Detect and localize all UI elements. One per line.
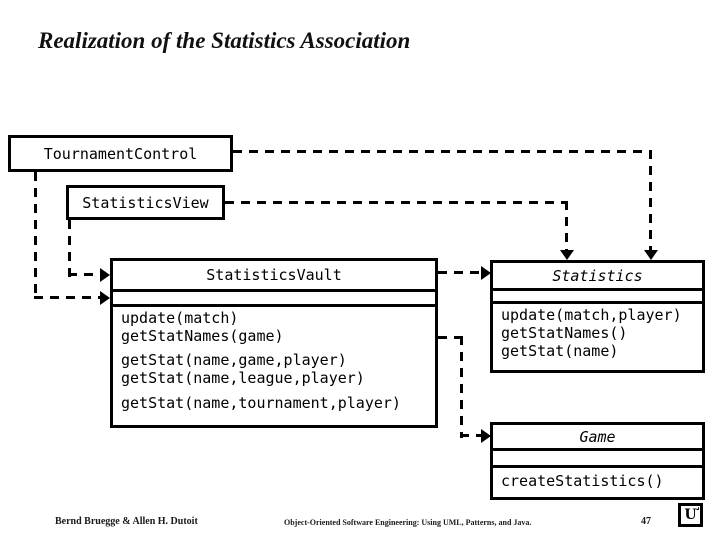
logo-u-glyph-icon: Ư bbox=[684, 507, 697, 523]
footer-authors: Bernd Bruegge & Allen H. Dutoit bbox=[55, 516, 198, 527]
arrowhead-sv-to-vault-icon bbox=[100, 268, 110, 282]
method-compartment: update(match,player) getStatNames() getS… bbox=[493, 304, 702, 362]
attribute-compartment-empty bbox=[113, 292, 435, 307]
class-box-game: Game createStatistics() bbox=[490, 422, 705, 500]
arrowhead-tc-to-vault-icon bbox=[100, 291, 110, 305]
method-update-match-player: update(match,player) bbox=[501, 306, 682, 324]
arrowhead-vault-to-game-icon bbox=[481, 429, 491, 443]
slide-title: Realization of the Statistics Associatio… bbox=[38, 28, 411, 53]
university-logo: Ư bbox=[678, 503, 703, 527]
class-box-statistics-vault: StatisticsVault update(match) getStatNam… bbox=[110, 258, 438, 428]
method-getstat-name: getStat(name) bbox=[501, 342, 619, 360]
method-getstat-tournament: getStat(name,tournament,player) bbox=[121, 394, 401, 412]
connector-vault-to-game-vertical bbox=[460, 336, 463, 438]
attribute-compartment-empty bbox=[493, 451, 702, 468]
arrowhead-vault-to-statistics-icon bbox=[481, 266, 491, 280]
connector-sv-to-vault-horizontal bbox=[68, 273, 102, 276]
method-createstatistics: createStatistics() bbox=[501, 472, 664, 490]
arrowhead-sv-to-statistics-icon bbox=[560, 250, 574, 260]
class-box-statistics: Statistics update(match,player) getStatN… bbox=[490, 260, 705, 373]
footer-page-number: 47 bbox=[641, 516, 651, 527]
footer-book-title: Object-Oriented Software Engineering: Us… bbox=[284, 518, 532, 527]
connector-tc-to-statistics-vertical bbox=[649, 150, 652, 251]
class-name-tournament-control: TournamentControl bbox=[43, 144, 198, 163]
method-getstat-league: getStat(name,league,player) bbox=[121, 369, 365, 387]
connector-sv-to-statistics-horizontal bbox=[225, 201, 568, 204]
method-update-match: update(match) bbox=[121, 309, 239, 327]
attribute-compartment-empty bbox=[493, 291, 702, 304]
connector-sv-to-vault-vertical bbox=[68, 220, 71, 277]
class-name-statistics: Statistics bbox=[493, 263, 702, 291]
connector-tc-to-vault-vertical bbox=[34, 172, 37, 299]
method-compartment: update(match) getStatNames(game) getStat… bbox=[113, 307, 435, 414]
class-name-statistics-vault: StatisticsVault bbox=[113, 261, 435, 292]
connector-vault-to-statistics-horizontal bbox=[438, 271, 483, 274]
connector-vault-to-game-horizontal-1 bbox=[438, 336, 464, 339]
method-compartment: createStatistics() bbox=[493, 468, 702, 492]
method-getstat-game: getStat(name,game,player) bbox=[121, 351, 347, 369]
connector-tc-to-statistics-horizontal bbox=[233, 150, 652, 153]
connector-tc-to-vault-horizontal bbox=[34, 296, 102, 299]
method-getstatnames: getStatNames() bbox=[501, 324, 628, 342]
class-box-statistics-view: StatisticsView bbox=[66, 185, 225, 220]
arrowhead-tc-to-statistics-icon bbox=[644, 250, 658, 260]
class-name-game: Game bbox=[493, 425, 702, 451]
class-name-statistics-view: StatisticsView bbox=[82, 193, 209, 212]
connector-sv-to-statistics-vertical bbox=[565, 201, 568, 251]
class-box-tournament-control: TournamentControl bbox=[8, 135, 233, 172]
connector-vault-to-game-horizontal-2 bbox=[460, 434, 483, 437]
method-getstatnames-game: getStatNames(game) bbox=[121, 327, 284, 345]
